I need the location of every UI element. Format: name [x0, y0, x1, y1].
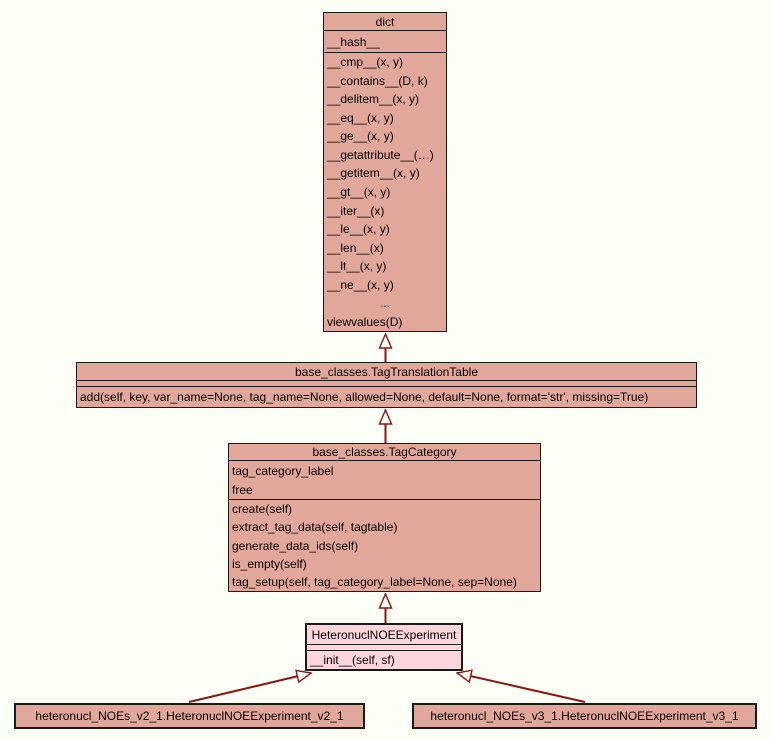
method-row: __iter__(x) [327, 203, 385, 218]
class-title: heteronucl_NOEs_v3_1.HeteronuclNOEExperi… [430, 709, 739, 723]
method-row: __eq__(x, y) [327, 110, 394, 125]
method-row: extract_tag_data(self, tagtable) [232, 520, 398, 535]
methods-section: add(self, key, var_name=None, tag_name=N… [77, 386, 696, 407]
class-box-tag-category[interactable]: base_classes.TagCategory tag_category_la… [228, 443, 541, 592]
class-title: heteronucl_NOEs_v2_1.HeteronuclNOEExperi… [35, 709, 344, 723]
methods-section: __cmp__(x, y) __contains__(D, k) __delit… [324, 52, 446, 331]
method-row: __init__(self, sf) [310, 653, 395, 667]
method-row: create(self) [232, 502, 293, 517]
method-row: __len__(x) [327, 240, 384, 255]
method-row: __delitem__(x, y) [327, 92, 420, 107]
attribute-row: __hash__ [327, 34, 380, 49]
class-box-dict[interactable]: dict __hash__ __cmp__(x, y) __contains__… [323, 12, 447, 332]
method-row: viewvalues(D) [327, 314, 403, 329]
class-box-tag-translation-table[interactable]: base_classes.TagTranslationTable add(sel… [76, 362, 697, 408]
attributes-section-empty [307, 644, 461, 650]
method-row: __cmp__(x, y) [327, 55, 404, 70]
method-row: __ge__(x, y) [327, 129, 394, 144]
class-title: base_classes.TagCategory [312, 445, 457, 459]
method-row: __contains__(D, k) [327, 73, 428, 88]
attributes-section: __hash__ [324, 30, 446, 52]
method-row: __le__(x, y) [327, 222, 390, 237]
method-row: is_empty(self) [232, 556, 307, 571]
more-methods-ellipsis: ... [379, 296, 390, 311]
method-row: generate_data_ids(self) [232, 538, 359, 553]
attributes-section: tag_category_label free [229, 460, 540, 499]
method-row: __lt__(x, y) [327, 259, 387, 274]
method-row: __gt__(x, y) [327, 184, 391, 199]
method-row: __getattribute__(…) [327, 147, 434, 162]
method-row: add(self, key, var_name=None, tag_name=N… [80, 390, 649, 404]
method-row: __ne__(x, y) [327, 277, 394, 292]
attribute-row: free [232, 482, 253, 497]
class-box-heteronucl-noe-experiment[interactable]: HeteronuclNOEExperiment __init__(self, s… [305, 623, 463, 671]
inheritance-edge-v2-to-hne [188, 673, 311, 703]
class-box-experiment-v3-1[interactable]: heteronucl_NOEs_v3_1.HeteronuclNOEExperi… [412, 703, 757, 729]
class-title: HeteronuclNOEExperiment [311, 627, 457, 642]
class-box-experiment-v2-1[interactable]: heteronucl_NOEs_v2_1.HeteronuclNOEExperi… [14, 703, 365, 729]
methods-section: create(self) extract_tag_data(self, tagt… [229, 499, 540, 591]
methods-section: __init__(self, sf) [307, 650, 461, 669]
method-row: tag_setup(self, tag_category_label=None,… [232, 574, 517, 589]
class-title: dict [375, 14, 395, 29]
inheritance-edge-v3-to-hne [457, 673, 586, 703]
method-row: __getitem__(x, y) [327, 166, 420, 181]
attributes-section-empty [77, 380, 696, 386]
class-title: base_classes.TagTranslationTable [295, 364, 478, 379]
attribute-row: tag_category_label [232, 463, 334, 478]
